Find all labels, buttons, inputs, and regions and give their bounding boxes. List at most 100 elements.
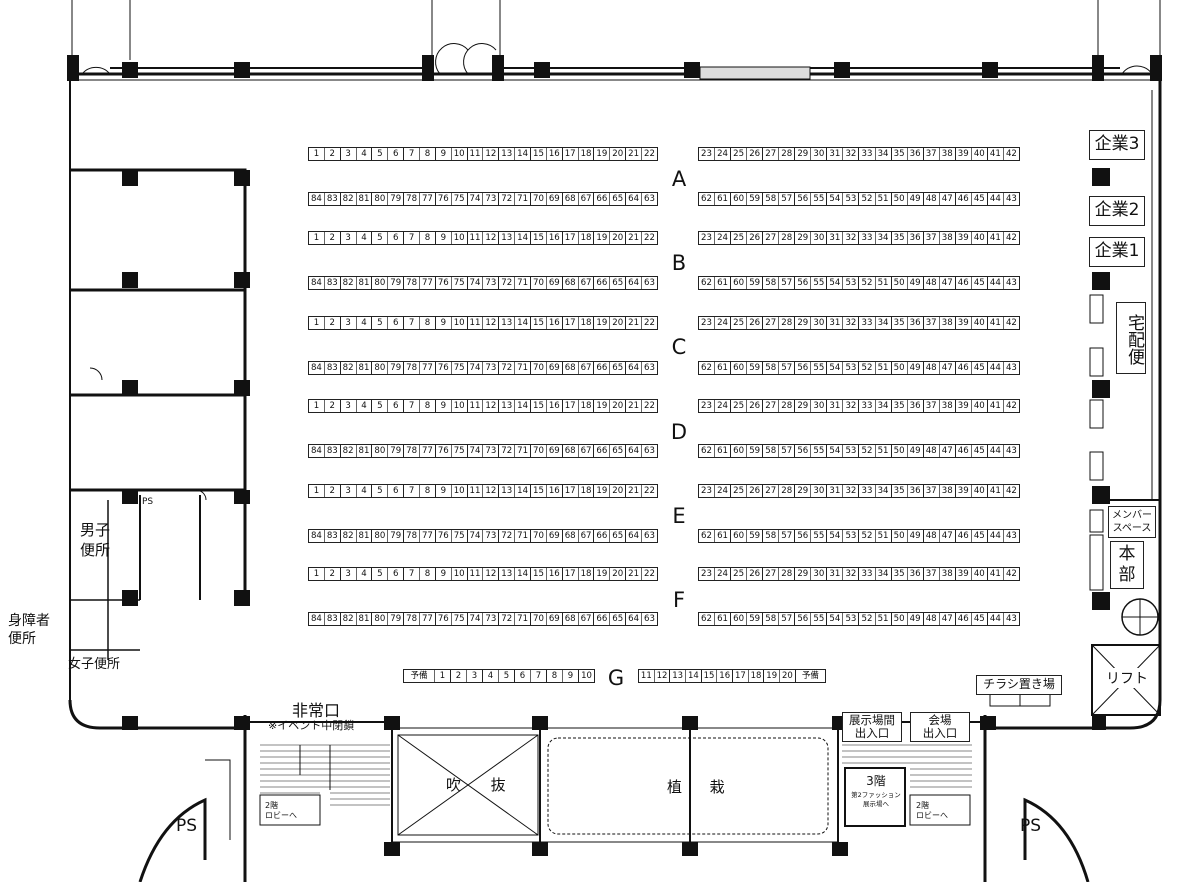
booth: 41 — [988, 317, 1004, 329]
venue-entrance: 会場 出入口 — [910, 712, 970, 742]
booth: 33 — [859, 148, 876, 160]
lift-label: リフト — [1106, 668, 1148, 688]
booth: 36 — [908, 317, 924, 329]
booth: 57 — [779, 193, 796, 205]
booth: 35 — [892, 400, 908, 412]
booth: 73 — [483, 277, 500, 289]
booth: 63 — [644, 614, 655, 624]
booth: 3 — [341, 485, 357, 497]
booth: 7 — [404, 400, 421, 412]
booth: 47 — [940, 530, 956, 542]
booth: 5 — [372, 317, 389, 329]
booth: 67 — [579, 613, 595, 625]
booth: 52 — [859, 277, 876, 289]
booth: 77 — [420, 530, 436, 542]
booth: 8 — [420, 232, 436, 244]
booth: 64 — [626, 530, 643, 542]
booth: 81 — [357, 530, 373, 542]
booth: 26 — [747, 400, 764, 412]
booth: 82 — [341, 613, 357, 625]
booth: 46 — [956, 445, 972, 457]
accessible-restroom: 身障者 便所 — [8, 612, 50, 648]
booth: 25 — [731, 232, 748, 244]
booth: 79 — [388, 277, 405, 289]
booth: 65 — [610, 277, 627, 289]
booth: 46 — [956, 277, 972, 289]
booth: 45 — [972, 277, 988, 289]
booth: 28 — [779, 232, 796, 244]
booth: 63 — [644, 531, 655, 541]
booth: 55 — [811, 277, 828, 289]
booth: 39 — [956, 148, 972, 160]
booth: 77 — [420, 445, 436, 457]
booth: 17 — [563, 148, 579, 160]
floor3-sign: 3階 第2ファッション 展示場へ — [848, 772, 904, 809]
member-space: メンバー スペース — [1108, 506, 1156, 538]
booth: 67 — [579, 277, 595, 289]
booth: 6 — [388, 568, 405, 580]
atrium-label: 吹 抜 — [446, 774, 508, 795]
booth: 29 — [795, 568, 812, 580]
booth: 54 — [827, 193, 844, 205]
booth: 79 — [388, 530, 405, 542]
floor3-label: 3階 — [866, 774, 886, 788]
booth: 10 — [452, 485, 468, 497]
planting-label: 植 栽 — [667, 776, 725, 797]
booth: 23 — [699, 485, 716, 497]
booth: 43 — [1005, 531, 1017, 541]
booth: 47 — [940, 445, 956, 457]
booth: 17 — [563, 317, 579, 329]
booth: 70 — [531, 445, 547, 457]
booth: 61 — [715, 277, 732, 289]
booth: 47 — [940, 613, 956, 625]
booth: 37 — [924, 232, 940, 244]
booth: 29 — [795, 232, 812, 244]
booth: 76 — [436, 613, 452, 625]
booth: 75 — [452, 362, 468, 374]
booth: 59 — [747, 530, 764, 542]
booth: 75 — [452, 613, 468, 625]
booth: 44 — [988, 277, 1004, 289]
booth: 49 — [908, 445, 924, 457]
booth: 2 — [325, 232, 341, 244]
booth: 56 — [795, 613, 812, 625]
booth: 12 — [483, 232, 500, 244]
booth: 51 — [876, 445, 892, 457]
booth: 73 — [483, 445, 500, 457]
booth: 2 — [325, 485, 341, 497]
booth: 71 — [515, 362, 532, 374]
booth: 37 — [924, 317, 940, 329]
booth: 3 — [341, 400, 357, 412]
booth: 10 — [452, 148, 468, 160]
booth: 68 — [563, 277, 579, 289]
booth: 28 — [779, 485, 796, 497]
booth: 55 — [811, 613, 828, 625]
ps-small: PS — [142, 497, 154, 507]
booth: 22 — [644, 401, 655, 411]
booth: 59 — [747, 445, 764, 457]
booth: 75 — [452, 530, 468, 542]
booth: 24 — [715, 232, 732, 244]
booth: 26 — [747, 232, 764, 244]
booth: 19 — [594, 568, 611, 580]
booth: 9 — [436, 148, 452, 160]
booth: 40 — [972, 568, 988, 580]
booth: 49 — [908, 362, 924, 374]
booth: 2 — [325, 317, 341, 329]
booth: 26 — [747, 148, 764, 160]
booth: 1 — [309, 485, 325, 497]
booth: 15 — [531, 568, 547, 580]
booth: 53 — [843, 530, 860, 542]
booth: 22 — [644, 318, 655, 328]
lobby-left-line1: 2階 — [265, 801, 279, 810]
booth: 56 — [795, 193, 812, 205]
booth: 16 — [717, 670, 734, 682]
booth: 14 — [515, 148, 532, 160]
booth: 63 — [644, 446, 655, 456]
booth: 38 — [940, 232, 956, 244]
